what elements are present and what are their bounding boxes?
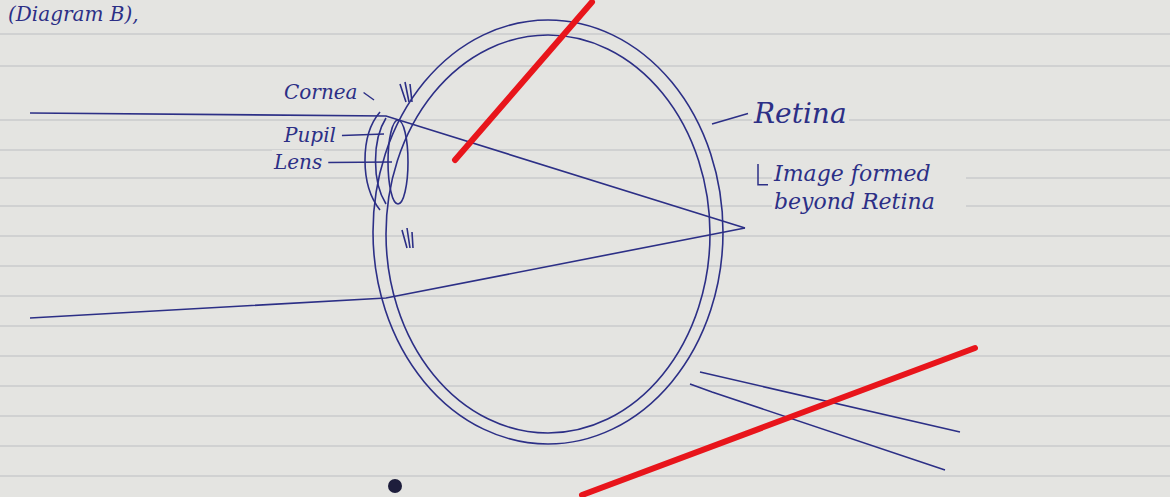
- bullet-dot: [388, 479, 402, 493]
- eyeball: [30, 20, 960, 470]
- part-name: Retina: [752, 96, 849, 131]
- cornea-inner: [376, 118, 387, 204]
- leader-line: [342, 134, 384, 136]
- part-name: Pupil: [282, 123, 338, 148]
- cornea-bulge: [365, 112, 380, 210]
- part-name: Cornea: [282, 80, 360, 105]
- light-ray: [30, 228, 745, 318]
- part-name: Lens: [272, 150, 324, 175]
- leader-line: [712, 114, 748, 125]
- optic-nerve: [690, 372, 960, 470]
- leader-line: [758, 164, 768, 185]
- diagram-heading: (Diagram B),: [6, 2, 141, 27]
- ruled-lines: [0, 34, 1170, 476]
- leader-line: [364, 93, 374, 101]
- light-ray: [30, 113, 745, 228]
- iris-hatching: [400, 82, 413, 248]
- strike-marks: [455, 2, 975, 495]
- sclera-outline: [373, 20, 723, 444]
- choroid-outline: [386, 35, 710, 433]
- note-label: Image formed beyond Retina: [772, 160, 966, 215]
- leader-line: [328, 161, 392, 163]
